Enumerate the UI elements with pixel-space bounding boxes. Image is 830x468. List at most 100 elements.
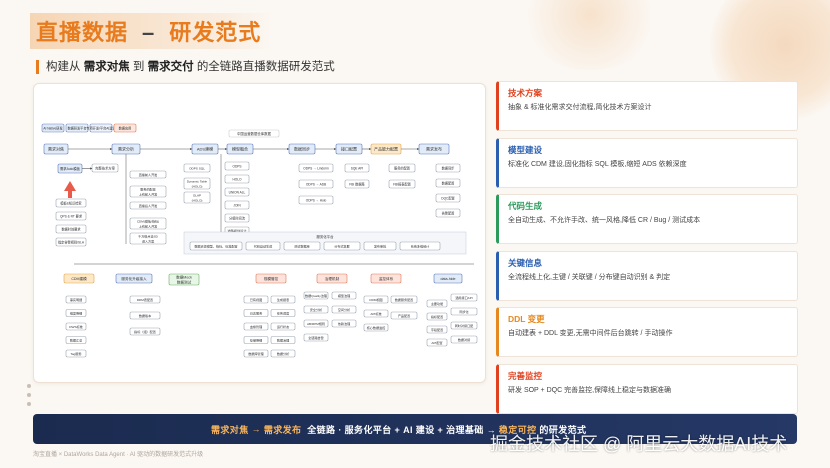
api-box	[344, 179, 370, 189]
scale-item	[270, 349, 296, 358]
cdm-item	[65, 309, 87, 317]
group-header	[370, 273, 402, 284]
feature-card: 模型建设标准化 CDM 建设,固化指标 SQL 模板,缩短 ADS 依赖深度	[496, 137, 798, 188]
diagram-label: data-hide	[441, 277, 456, 281]
cdm-item	[65, 295, 87, 304]
diagram-label: 接口配置	[341, 146, 357, 152]
diagram-label: API标准	[370, 311, 381, 316]
diagram-label: 空间分析	[338, 307, 350, 312]
diagram-label: 需求Auto模板	[60, 166, 81, 171]
top-note	[228, 129, 280, 138]
model-box	[224, 187, 250, 197]
diagram-label: 道路规划设计	[227, 229, 247, 234]
feature-card: 技术方案抽象 & 标准化需求交付流程,简化技术方案设计	[496, 81, 798, 131]
feature-card-body: 全自动生成、不允许手改、统一风格,降低 CR / Bug / 测试成本	[508, 217, 701, 224]
governance-item	[331, 319, 357, 328]
diagram-label: 服务的配置	[394, 166, 410, 171]
diagram-label: 服务的配置	[140, 187, 155, 192]
diagram-label: DDM表配置	[137, 297, 153, 302]
diagram-label: CDM建模	[71, 276, 87, 281]
diagram-label: 直播后人开发	[139, 203, 158, 208]
subtitle: 构建从 需求对焦 到 需求交付 的全链路直播数据研发范式	[36, 60, 335, 74]
diagram-label: 血缘管理	[250, 324, 262, 329]
feature-card-body: 研发 SOP + DQC 完善监控,保障线上稳定与数据准确	[508, 386, 672, 394]
diagram-label: 需求发布	[426, 146, 442, 152]
pager-dots	[27, 384, 31, 411]
diagram-label: 治理机制	[325, 276, 340, 281]
diagram-label: 数据同步	[294, 146, 310, 152]
monitor-item	[390, 295, 418, 304]
monitor-item	[390, 311, 418, 320]
api-box	[344, 163, 370, 173]
diagram-label: 完整技术方案	[95, 166, 115, 171]
diagram-label: 分组时间流	[229, 216, 246, 221]
feature-card-title: DDL 变更	[508, 314, 545, 324]
summary-banner: 需求对焦 → 需求发布 全链路 · 服务化平台 + AI 建设 + 治理基础 →…	[33, 414, 797, 444]
feature-card-body: 标准化 CDM 建设,固化指标 SQL 模板,缩短 ADS 依赖深度	[508, 160, 687, 168]
diagram-label: SQE API	[351, 167, 364, 171]
diagram-label: 数据治理	[277, 338, 289, 343]
requirement-box	[55, 237, 87, 247]
diagram-label: OLAP	[193, 194, 201, 198]
datahide-item	[426, 312, 448, 321]
feature-card-title: 代码生成	[508, 201, 543, 211]
group-header	[168, 273, 200, 286]
diagram-label: Dynamic Table	[187, 180, 208, 184]
diagram-label: 模板&知识检索	[60, 201, 81, 206]
governance-item	[303, 291, 329, 300]
subtitle-pre: 构建从	[46, 61, 81, 73]
service-item	[129, 295, 161, 304]
product-box	[388, 163, 416, 173]
banner-end: 的研发范式	[539, 424, 587, 435]
cdm-item	[65, 349, 87, 358]
diagram-label: AI Native研发	[43, 126, 63, 131]
diagram-label: ODPS	[232, 165, 241, 169]
diagram-label: 安全分析	[310, 307, 322, 312]
page-title: 直播数据–研发范式	[30, 13, 272, 49]
diagram-label: ADS建模	[197, 146, 213, 152]
diagram-label: 同时对接口配	[455, 323, 474, 328]
diagram-label: 测试数据库	[294, 244, 309, 249]
analysis-box	[129, 232, 167, 245]
diagram-label: 存储明细	[250, 338, 262, 343]
release-box	[435, 193, 461, 203]
diagram-label: 数据库管理	[248, 351, 263, 356]
datahide-item	[450, 335, 478, 344]
sync-box	[298, 195, 334, 205]
analysis-box	[129, 185, 167, 198]
datahide-item	[426, 325, 448, 334]
diagram-label: 产品配置	[398, 313, 410, 318]
group-header	[316, 273, 348, 284]
diagram-label: 任务调度	[277, 311, 289, 316]
subtitle-delivery: 需求交付	[147, 61, 194, 73]
banner-focus: 需求对焦	[211, 424, 249, 435]
decorative-blob	[520, 0, 660, 70]
diagram-label: CDM(模板/指标)	[137, 219, 159, 224]
diagram-label: 日志服务	[250, 311, 262, 316]
diagram-label: 上线前人开发	[139, 224, 158, 229]
diagram-label: 运行状态	[277, 324, 289, 329]
feature-cards: 技术方案抽象 & 标准化需求交付流程,简化技术方案设计模型建设标准化 CDM 建…	[496, 81, 798, 420]
sync-box	[298, 179, 334, 189]
analysis-box	[129, 170, 167, 179]
governance-item	[331, 291, 357, 300]
diagram-label: 数据同步	[442, 166, 455, 171]
diagram-label: 数据资源模型、指标、标准配置	[194, 244, 237, 249]
monitor-item	[363, 309, 389, 318]
feature-card-body: 自动建表 + DDL 变更,无需中间件后台跳转 / 手动操作	[508, 330, 673, 337]
legend-item	[65, 123, 89, 133]
diagram-label: 主要功能	[431, 301, 443, 306]
group-header	[255, 273, 287, 284]
diagram-label: 指标（组）配置	[134, 329, 156, 334]
diagram-label: 告警配置	[442, 211, 455, 216]
diagram-label: DQC配置	[441, 196, 454, 201]
datahide-item	[450, 293, 478, 302]
diagram-label: 依赖治理	[338, 321, 350, 326]
diagram-label: 指定告警规则/SLA	[58, 240, 85, 245]
diagram-label: 服务化升级接入	[121, 276, 147, 281]
diagram-label: 全链路告警	[308, 335, 323, 340]
model-box	[224, 213, 250, 223]
diagram-label: UNION ALL	[229, 191, 246, 195]
diagram-label: 数据汇总	[70, 338, 82, 343]
diagram-label: HOLO	[232, 178, 242, 182]
